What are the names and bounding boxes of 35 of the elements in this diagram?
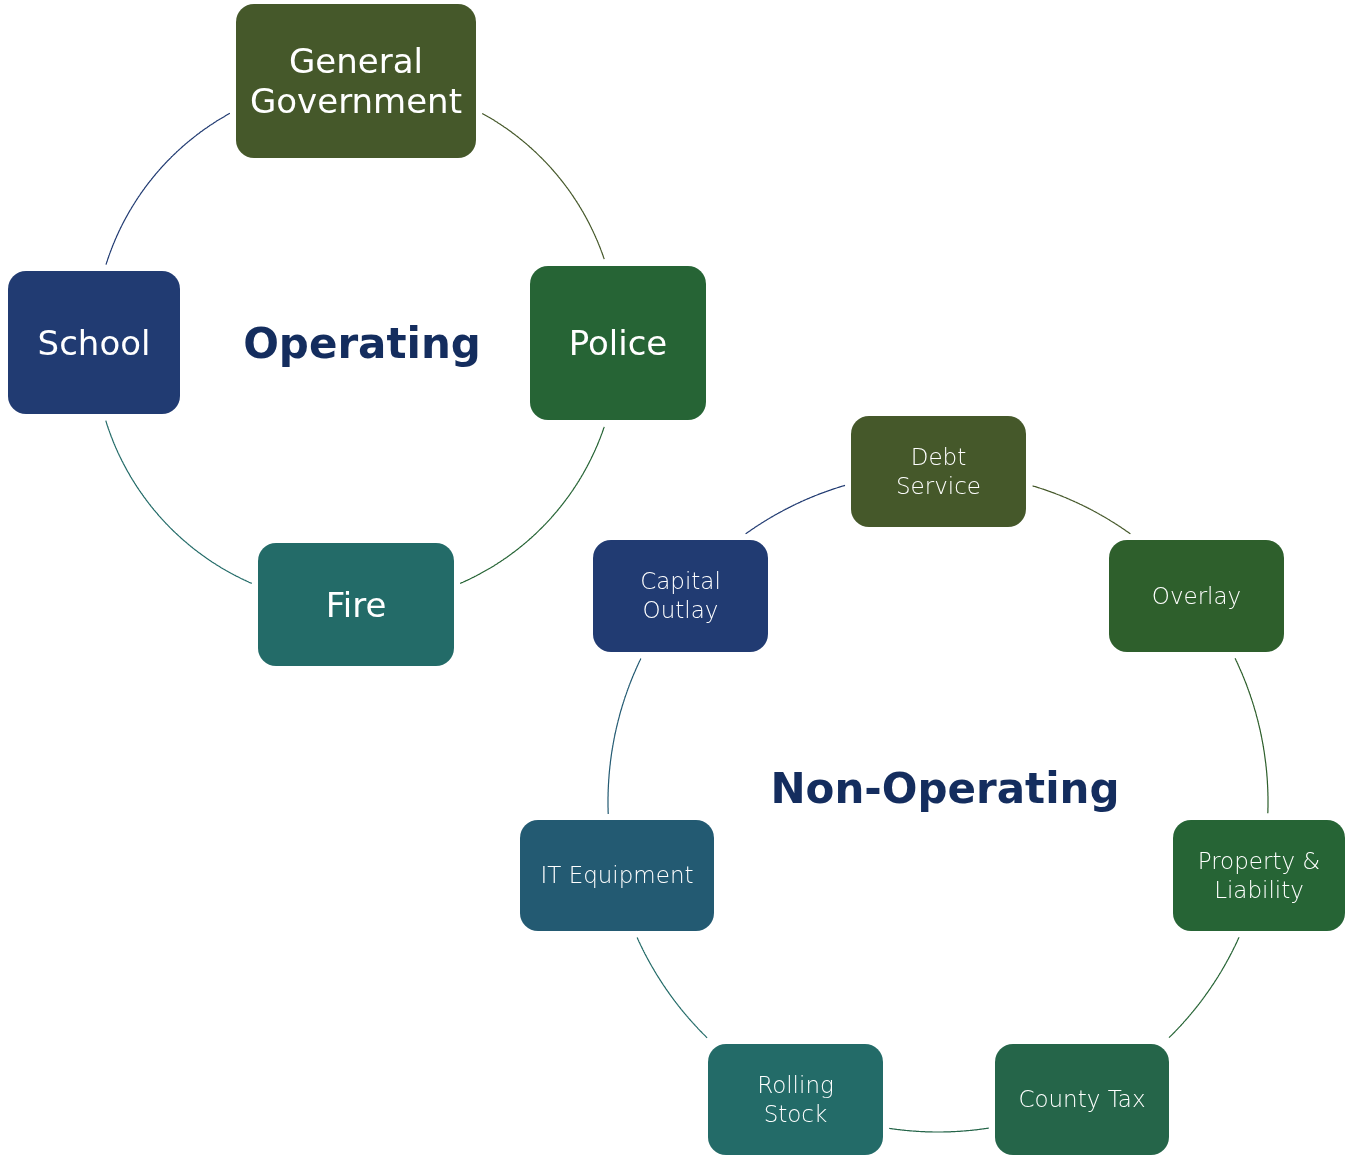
rounded-box	[1109, 540, 1284, 652]
box-label: General Government	[248, 41, 463, 121]
rounded-box	[520, 820, 714, 931]
rounded-box	[851, 416, 1026, 527]
connector-arc	[745, 484, 846, 535]
connector-arc	[1168, 936, 1240, 1039]
box-label: IT Equipment	[540, 861, 694, 890]
connector-arc	[105, 112, 231, 266]
connector-arc	[1234, 657, 1269, 814]
rounded-box	[593, 540, 768, 652]
rounded-box	[8, 271, 180, 414]
connector-arc	[105, 420, 253, 584]
box-label: Debt Service	[895, 442, 982, 501]
rounded-box	[236, 4, 476, 158]
connector-arc	[636, 936, 708, 1039]
rounded-box	[708, 1044, 883, 1155]
group-title: Operating	[243, 317, 481, 370]
connector-arc	[481, 112, 605, 260]
rounded-box	[995, 1044, 1169, 1155]
rounded-box	[1173, 820, 1345, 931]
box-label: Overlay	[1151, 581, 1242, 611]
rounded-box	[258, 543, 454, 666]
box-label: Police	[568, 323, 668, 363]
connector-arc	[1032, 485, 1131, 535]
box-label: School	[37, 322, 151, 363]
box-label: Fire	[325, 584, 387, 625]
connector-arc	[607, 657, 642, 815]
box-label: County Tax	[1018, 1085, 1146, 1114]
box-label: Capital Outlay	[639, 567, 722, 625]
group-title: Non-Operating	[770, 762, 1120, 815]
rounded-box	[530, 266, 706, 420]
box-label: Property & Liability	[1196, 846, 1322, 905]
connector-arc	[888, 1127, 990, 1133]
connector-arc	[459, 426, 605, 585]
box-label: Rolling Stock	[756, 1070, 835, 1129]
